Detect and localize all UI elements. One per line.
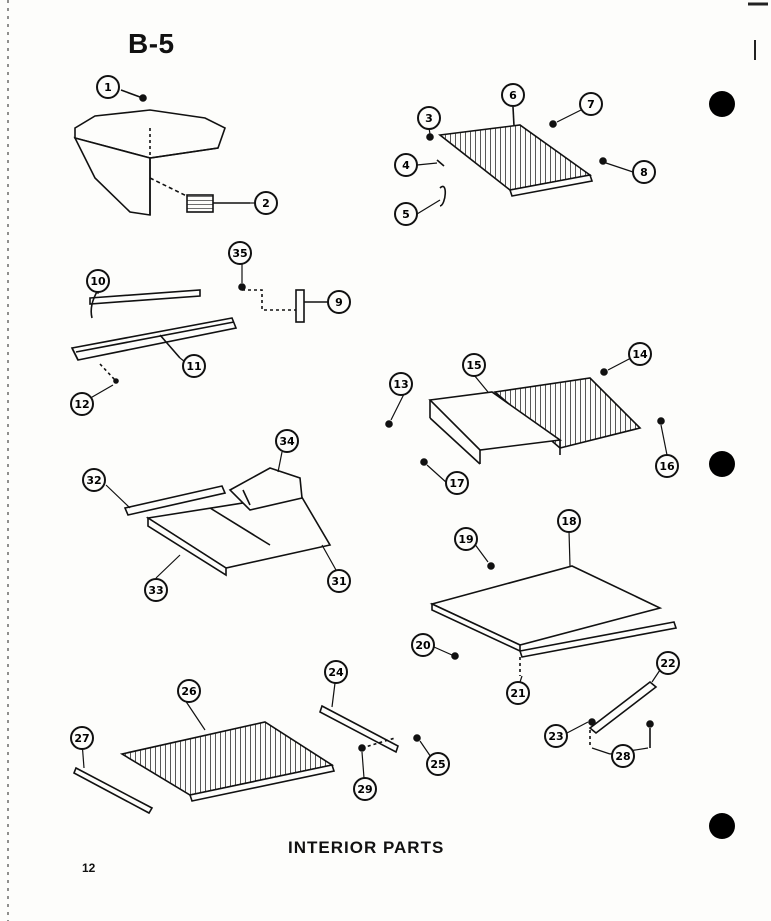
callout-22: 22	[656, 651, 680, 675]
svg-text:10: 10	[90, 275, 106, 288]
punch-hole-bottom	[709, 813, 735, 839]
callout-18: 18	[557, 509, 581, 533]
svg-text:31: 31	[331, 575, 346, 588]
light-rail-part	[70, 283, 328, 384]
callout-31: 31	[327, 569, 351, 593]
callout-7: 7	[579, 92, 603, 116]
callout-12: 12	[70, 392, 94, 416]
svg-text:9: 9	[335, 296, 343, 309]
shelf-support-part	[588, 680, 658, 748]
diagram-caption: INTERIOR PARTS	[288, 838, 445, 857]
svg-text:22: 22	[660, 657, 675, 670]
callout-25: 25	[426, 752, 450, 776]
svg-text:17: 17	[449, 477, 464, 490]
callout-23: 23	[544, 724, 568, 748]
callout-26: 26	[177, 679, 201, 703]
callout-1: 1	[96, 75, 120, 99]
callout-6: 6	[501, 83, 525, 107]
callout-34: 34	[275, 429, 299, 453]
glass-shelf-part	[429, 562, 678, 676]
svg-text:29: 29	[357, 783, 372, 796]
callout-35: 35	[228, 241, 252, 265]
svg-text:3: 3	[425, 112, 433, 125]
svg-text:5: 5	[402, 208, 410, 221]
svg-text:28: 28	[615, 750, 630, 763]
bottom-shelf-part	[72, 721, 336, 815]
callout-5: 5	[394, 202, 418, 226]
svg-text:20: 20	[415, 639, 431, 652]
svg-text:33: 33	[148, 584, 163, 597]
page-title: B-5	[128, 28, 175, 59]
svg-text:11: 11	[186, 360, 201, 373]
svg-text:14: 14	[632, 348, 648, 361]
callout-16: 16	[655, 454, 679, 478]
svg-text:35: 35	[232, 247, 247, 260]
svg-text:24: 24	[328, 666, 344, 679]
callout-17: 17	[445, 471, 469, 495]
svg-text:8: 8	[640, 166, 648, 179]
svg-text:19: 19	[458, 533, 473, 546]
callout-32: 32	[82, 468, 106, 492]
svg-text:23: 23	[548, 730, 563, 743]
svg-text:6: 6	[509, 89, 517, 102]
callout-15: 15	[462, 353, 486, 377]
svg-text:18: 18	[561, 515, 576, 528]
callout-19: 19	[454, 527, 478, 551]
svg-text:25: 25	[430, 758, 445, 771]
svg-text:34: 34	[279, 435, 295, 448]
callout-13: 13	[389, 372, 413, 396]
callout-2: 2	[254, 191, 278, 215]
callout-3: 3	[417, 106, 441, 130]
svg-text:13: 13	[393, 378, 408, 391]
svg-text:1: 1	[104, 81, 112, 94]
callout-21: 21	[506, 681, 530, 705]
svg-text:12: 12	[74, 398, 89, 411]
svg-text:2: 2	[262, 197, 270, 210]
callout-10: 10	[86, 269, 110, 293]
svg-text:26: 26	[181, 685, 197, 698]
svg-text:16: 16	[659, 460, 675, 473]
svg-text:15: 15	[466, 359, 481, 372]
callout-24: 24	[324, 660, 348, 684]
crisper-frame-part	[385, 368, 665, 466]
svg-text:21: 21	[510, 687, 525, 700]
page-edges	[7, 0, 768, 921]
punch-hole-top	[709, 91, 735, 117]
callout-11: 11	[182, 354, 206, 378]
svg-text:32: 32	[86, 474, 101, 487]
callout-27: 27	[70, 726, 94, 750]
drawer-assembly-part	[123, 467, 332, 577]
svg-text:27: 27	[74, 732, 89, 745]
callout-8: 8	[632, 160, 656, 184]
callout-33: 33	[144, 578, 168, 602]
top-shelf-part	[426, 106, 607, 207]
cabinet-corner-part	[73, 89, 250, 216]
callout-4: 4	[394, 153, 418, 177]
callout-14: 14	[628, 342, 652, 366]
punch-hole-middle	[709, 451, 735, 477]
svg-text:4: 4	[402, 159, 410, 172]
callout-bubbles: 1 2 3 4 5 6 7 8 9 10 11 12 13 14 15 16 1…	[70, 75, 680, 801]
rail-bracket-part	[319, 704, 421, 754]
callout-28: 28	[611, 744, 635, 768]
callout-20: 20	[411, 633, 435, 657]
callout-9: 9	[327, 290, 351, 314]
page-number: 12	[82, 861, 96, 875]
callout-29: 29	[353, 777, 377, 801]
svg-text:7: 7	[587, 98, 595, 111]
